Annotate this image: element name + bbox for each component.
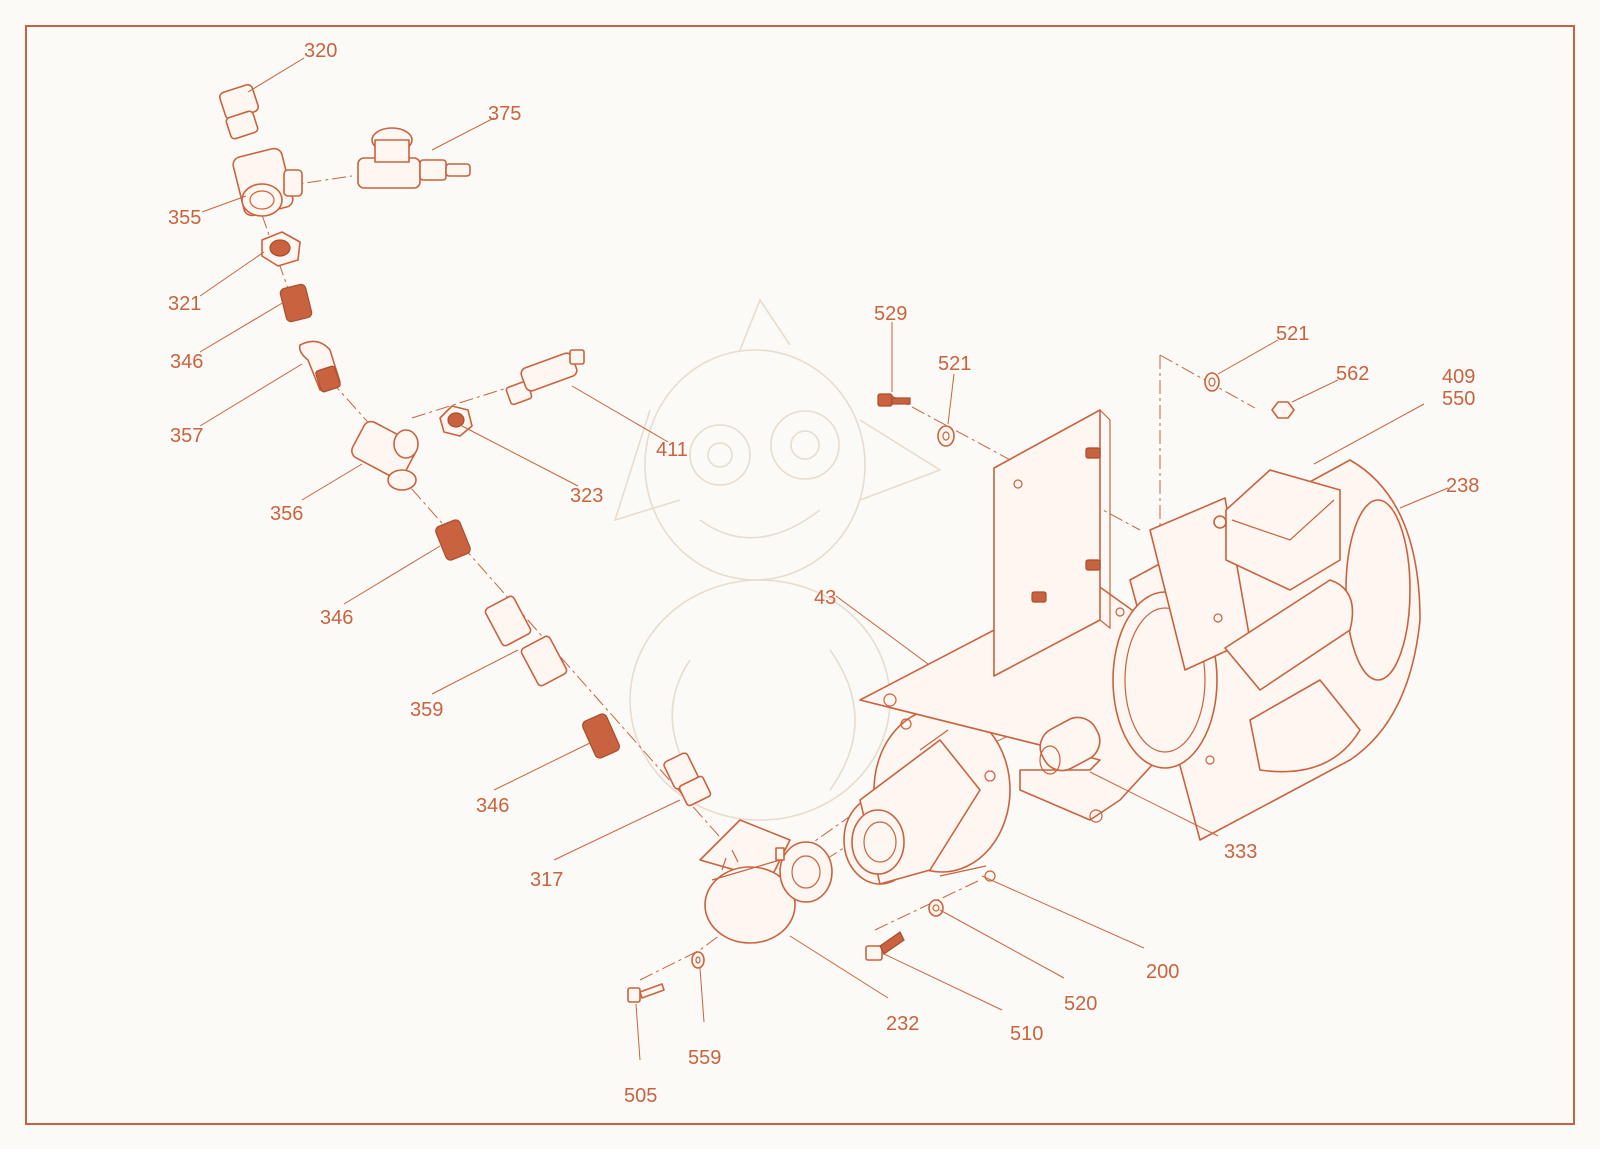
part-346-nipple-middle	[435, 519, 471, 561]
part-346-nipple-lower	[581, 713, 621, 759]
part-521-washer-left	[937, 425, 955, 447]
callout-411: 411	[656, 439, 688, 461]
callout-238: 238	[1446, 475, 1479, 497]
callout-520: 520	[1064, 993, 1097, 1015]
callout-356: 356	[270, 503, 303, 525]
part-529-screw	[877, 393, 911, 407]
part-359-coupling	[484, 595, 568, 687]
part-238-motor	[1112, 459, 1421, 841]
part-520-washer	[928, 899, 944, 917]
callout-409: 409	[1442, 366, 1475, 388]
callout-562: 562	[1336, 363, 1369, 385]
callout-323: 323	[570, 485, 603, 507]
callout-355: 355	[168, 207, 201, 229]
callout-510: 510	[1010, 1023, 1043, 1045]
callout-521-left: 521	[938, 353, 971, 375]
callout-559: 559	[688, 1047, 721, 1069]
callout-320: 320	[304, 40, 337, 62]
leader-lines	[199, 57, 1449, 1061]
part-317-fitting	[663, 752, 712, 807]
part-411-sensor	[505, 349, 585, 406]
part-409-550-junction-box	[1213, 469, 1341, 591]
callout-359: 359	[410, 699, 443, 721]
callout-200: 200	[1146, 961, 1179, 983]
part-357-elbow	[298, 340, 341, 393]
part-375-valve	[357, 127, 471, 189]
callout-357: 357	[170, 425, 203, 447]
part-232-pump-head	[699, 819, 833, 944]
part-559-washer	[691, 951, 705, 969]
part-355-tee	[232, 147, 303, 217]
callout-321: 321	[168, 293, 201, 315]
callout-317: 317	[530, 869, 563, 891]
part-356-tee	[351, 420, 419, 491]
callout-labels: 320 375 355 321 346 357 411 323 356 346 …	[168, 40, 1479, 1107]
callout-529: 529	[874, 303, 907, 325]
part-320-fitting	[219, 83, 259, 140]
part-505-screw	[627, 983, 665, 1003]
part-346-nipple-upper	[279, 283, 313, 323]
part-200-adapter	[843, 707, 1011, 885]
callout-333: 333	[1224, 841, 1257, 863]
callout-232: 232	[886, 1013, 919, 1035]
callout-346-lower: 346	[476, 795, 509, 817]
part-562-nut	[1271, 401, 1295, 419]
part-510-screw	[865, 931, 905, 961]
callout-550: 550	[1442, 388, 1475, 410]
part-321-bushing	[261, 231, 301, 267]
part-323-bushing	[439, 405, 473, 437]
callout-521-right: 521	[1276, 323, 1309, 345]
callout-375: 375	[488, 103, 521, 125]
part-521-washer-right	[1204, 372, 1220, 392]
callout-43: 43	[814, 587, 836, 609]
drawing-border	[25, 25, 1575, 1125]
callout-346-middle: 346	[320, 607, 353, 629]
callout-346-upper: 346	[170, 351, 203, 373]
callout-505: 505	[624, 1085, 657, 1107]
